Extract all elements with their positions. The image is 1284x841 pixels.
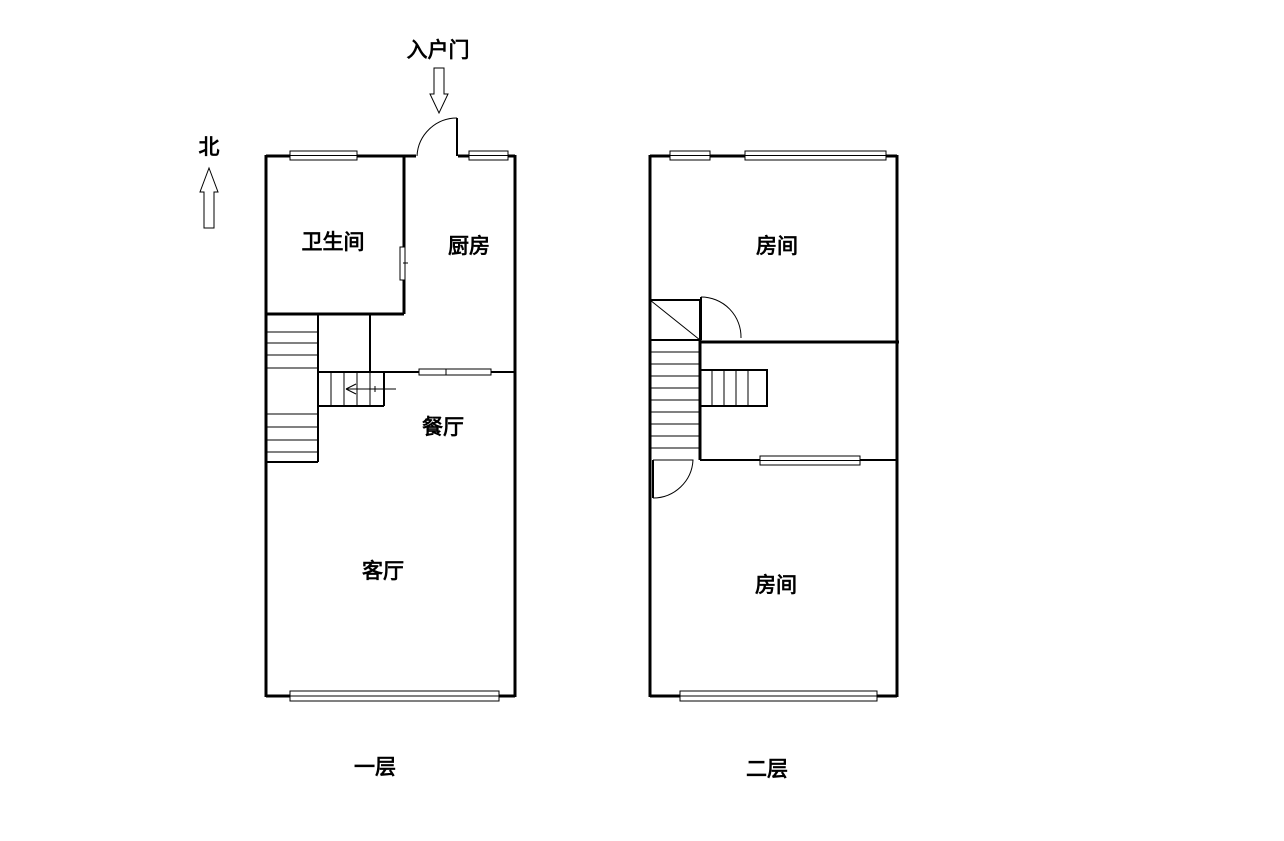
north-label: 北 (199, 135, 220, 159)
room-south-bedroom: 房间 (755, 573, 797, 597)
floor2-south-room-door (652, 459, 694, 499)
room-kitchen: 厨房 (448, 234, 490, 258)
floor1-title: 一层 (354, 755, 396, 779)
room-living: 客厅 (362, 559, 404, 583)
north-arrow-icon (199, 166, 219, 229)
room-north-bedroom: 房间 (756, 234, 798, 258)
entrance-label: 入户门 (407, 38, 470, 62)
floor2-title: 二层 (746, 757, 788, 781)
floor2-stair-middle (699, 369, 768, 407)
room-dining: 餐厅 (422, 415, 464, 439)
kitchen-sliding-door (418, 368, 492, 376)
entrance-arrow-icon (429, 67, 449, 115)
floor2-plan (648, 150, 899, 702)
room-bathroom: 卫生间 (302, 230, 365, 254)
floor2-stair-west (650, 351, 700, 449)
floor1-plan (264, 117, 517, 702)
floor2-north-room-door (700, 296, 742, 340)
floor1-stair-middle (330, 372, 396, 406)
floor1-stair-west (266, 331, 318, 453)
entrance-door (416, 117, 458, 157)
